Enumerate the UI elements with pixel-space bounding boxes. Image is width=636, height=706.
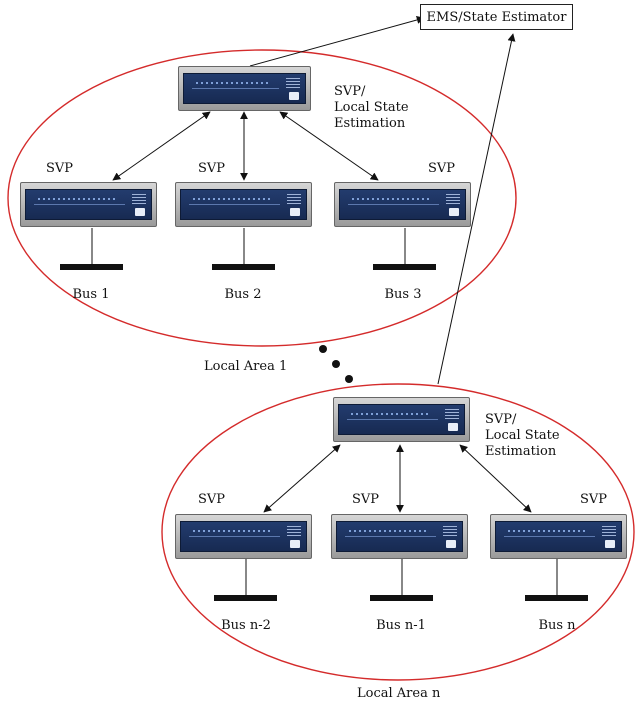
area-n-svp-label-3: SVP (580, 492, 608, 507)
area-n-central-label-line1: SVP/ (485, 412, 517, 427)
area-1-svp-device-2 (175, 182, 312, 227)
bus-n-symbol (525, 558, 588, 601)
area-n-svp-device-n-1 (331, 514, 468, 559)
area-1-central-label-line2: Local State (334, 100, 409, 115)
bus-n-label: Bus n (538, 618, 576, 633)
bus-1-label: Bus 1 (72, 287, 110, 302)
local-area-1-label: Local Area 1 (204, 359, 288, 374)
area-1-svp-label-2: SVP (198, 161, 226, 176)
area-n-arrow-left (263, 444, 341, 513)
area-1-central-label-line1: SVP/ (334, 84, 366, 99)
bus-n-2-symbol (214, 558, 277, 601)
area-1-central-label-line3: Estimation (334, 116, 406, 131)
bus-1-symbol (60, 228, 123, 270)
area-n-svp-label-1: SVP (198, 492, 226, 507)
area-1-arrow-left (112, 111, 211, 181)
area-1-to-ems-link (249, 16, 425, 67)
bus-3-label: Bus 3 (384, 287, 422, 302)
area-n-central-label-line2: Local State (485, 428, 560, 443)
ems-state-estimator-box: EMS/State Estimator (420, 4, 573, 30)
bus-2-label: Bus 2 (224, 287, 262, 302)
area-n-to-ems-link (437, 33, 516, 385)
bus-2-symbol (212, 228, 275, 270)
bus-n-2-label: Bus n-2 (221, 618, 271, 633)
area-n-central-svp-device (333, 397, 470, 442)
area-1-svp-label-3: SVP (428, 161, 456, 176)
area-n-central-label-line3: Estimation (485, 444, 557, 459)
ems-label: EMS/State Estimator (426, 9, 567, 25)
local-area-n-label: Local Area n (357, 686, 441, 701)
area-1-svp-device-3 (334, 182, 471, 227)
bus-3-symbol (373, 228, 436, 270)
area-1-svp-label-1: SVP (46, 161, 74, 176)
bus-n-1-label: Bus n-1 (376, 618, 426, 633)
area-n-arrow-right (459, 444, 532, 513)
area-1-arrow-right (279, 111, 379, 181)
bus-n-1-symbol (370, 558, 433, 601)
area-n-svp-device-n (490, 514, 627, 559)
continuation-dots (319, 345, 353, 383)
local-area-n-outline (161, 383, 635, 681)
area-n-svp-device-n-2 (175, 514, 312, 559)
area-1-svp-device-1 (20, 182, 157, 227)
area-n-svp-label-2: SVP (352, 492, 380, 507)
area-1-central-svp-device (178, 66, 311, 111)
local-area-1-outline (7, 49, 517, 347)
